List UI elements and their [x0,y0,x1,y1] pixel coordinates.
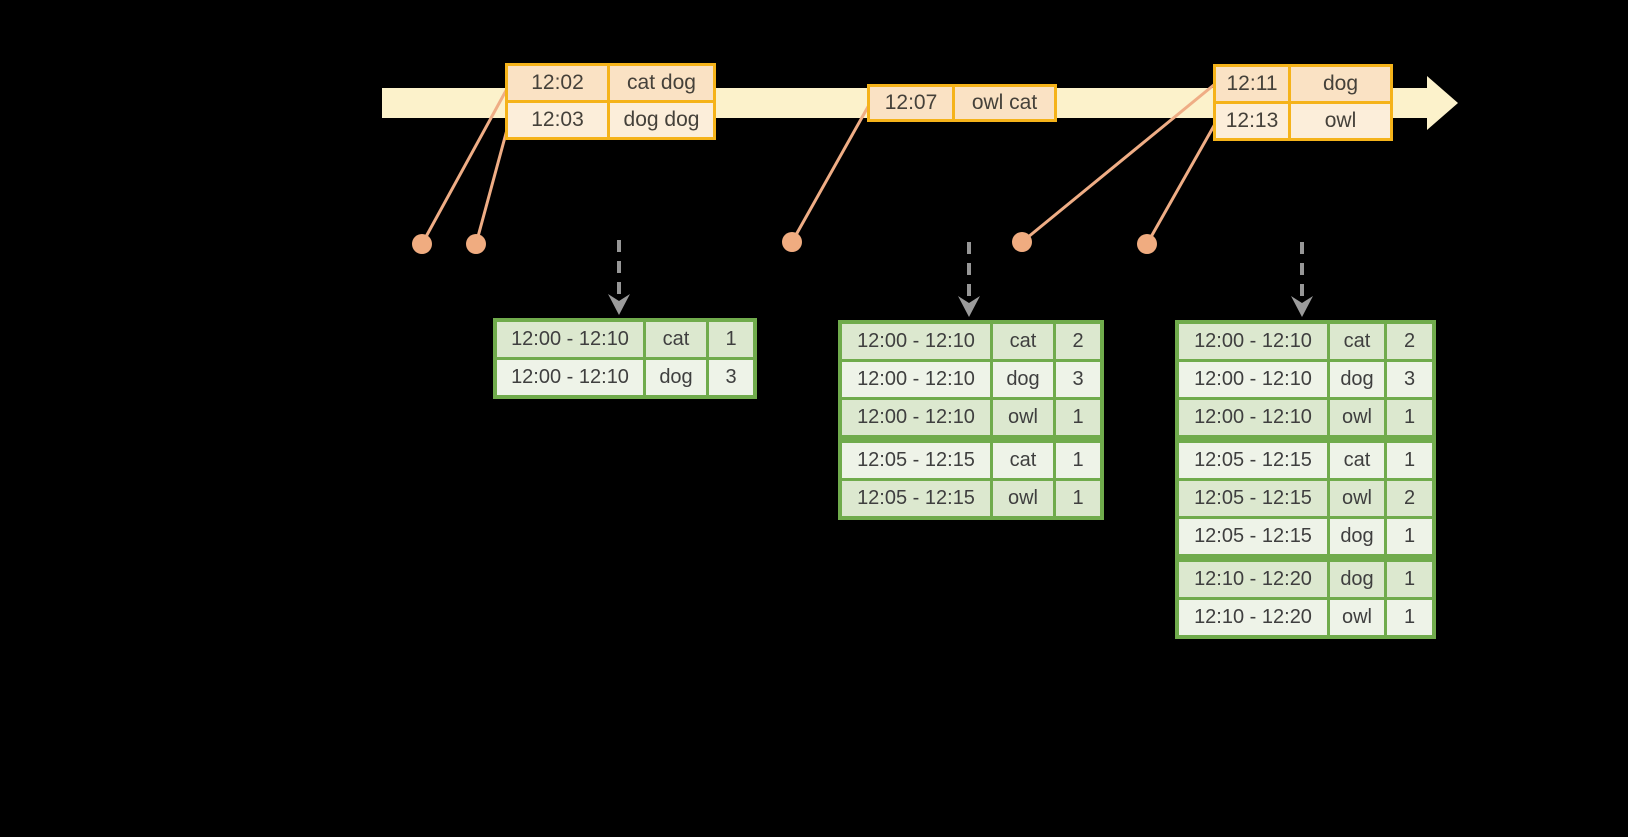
event-time-cell: 12:03 [508,103,607,137]
count-cell: 1 [1387,600,1432,635]
event-time-cell: 12:13 [1216,104,1288,138]
event-words-cell: owl cat [955,87,1054,119]
count-cell: 3 [1387,362,1432,397]
result-table: 12:00 - 12:10 cat 1 12:00 - 12:10 dog 3 [493,318,757,399]
window-cell: 12:00 - 12:10 [842,400,990,435]
event-time-cell: 12:11 [1216,67,1288,101]
window-cell: 12:00 - 12:10 [497,360,643,395]
word-cell: owl [1330,481,1384,516]
event-dot-icon [466,234,486,254]
count-cell: 1 [1056,400,1100,435]
word-cell: owl [1330,600,1384,635]
count-cell: 3 [709,360,753,395]
word-cell: dog [646,360,706,395]
event-dot-icon [1012,232,1032,252]
count-cell: 1 [1387,400,1432,435]
word-cell: dog [1330,519,1384,554]
event-words-cell: dog [1291,67,1390,101]
trigger-arrow-icon [608,240,630,315]
count-cell: 1 [1387,519,1432,554]
count-cell: 2 [1387,481,1432,516]
word-cell: dog [993,362,1053,397]
event-dot-icon [782,232,802,252]
count-cell: 1 [1056,443,1100,478]
count-cell: 1 [1387,562,1432,597]
event-connector-line [420,86,510,245]
word-cell: cat [993,443,1053,478]
word-cell: dog [1330,562,1384,597]
window-cell: 12:00 - 12:10 [1179,400,1327,435]
count-cell: 2 [1387,324,1432,359]
trigger-arrow-icon [958,242,980,317]
window-cell: 12:10 - 12:20 [1179,600,1327,635]
window-cell: 12:05 - 12:15 [842,443,990,478]
window-group-separator [1179,438,1432,440]
count-cell: 2 [1056,324,1100,359]
word-cell: dog [1330,362,1384,397]
window-cell: 12:05 - 12:15 [1179,481,1327,516]
event-dot-icon [1137,234,1157,254]
window-group-separator [842,438,1100,440]
window-cell: 12:05 - 12:15 [1179,519,1327,554]
timeline-arrow-icon [1427,76,1458,130]
event-dot-icon [412,234,432,254]
event-box: 12:11 dog 12:13 owl [1213,64,1393,141]
event-words-cell: dog dog [610,103,713,137]
count-cell: 1 [1387,443,1432,478]
event-box: 12:02 cat dog 12:03 dog dog [505,63,716,140]
window-group-separator [1179,557,1432,559]
window-cell: 12:00 - 12:10 [1179,324,1327,359]
window-cell: 12:00 - 12:10 [842,324,990,359]
count-cell: 3 [1056,362,1100,397]
word-cell: cat [993,324,1053,359]
event-time-cell: 12:07 [870,87,952,119]
event-box: 12:07 owl cat [867,84,1057,122]
event-time-cell: 12:02 [508,66,607,100]
word-cell: cat [1330,443,1384,478]
count-cell: 1 [1056,481,1100,516]
event-connector-line [1145,123,1217,245]
trigger-arrow-icon [1291,242,1313,317]
window-cell: 12:10 - 12:20 [1179,562,1327,597]
word-cell: cat [1330,324,1384,359]
event-connector-line [1021,82,1216,244]
event-words-cell: cat dog [610,66,713,100]
word-cell: cat [646,322,706,357]
word-cell: owl [1330,400,1384,435]
window-cell: 12:00 - 12:10 [497,322,643,357]
result-table: 12:00 - 12:10 cat 2 12:00 - 12:10 dog 3 … [1175,320,1436,639]
event-connector-line [474,125,510,245]
result-table: 12:00 - 12:10 cat 2 12:00 - 12:10 dog 3 … [838,320,1104,520]
word-cell: owl [993,400,1053,435]
event-connector-line [790,104,871,243]
count-cell: 1 [709,322,753,357]
word-cell: owl [993,481,1053,516]
window-cell: 12:00 - 12:10 [1179,362,1327,397]
window-cell: 12:00 - 12:10 [842,362,990,397]
window-cell: 12:05 - 12:15 [1179,443,1327,478]
event-words-cell: owl [1291,104,1390,138]
window-cell: 12:05 - 12:15 [842,481,990,516]
